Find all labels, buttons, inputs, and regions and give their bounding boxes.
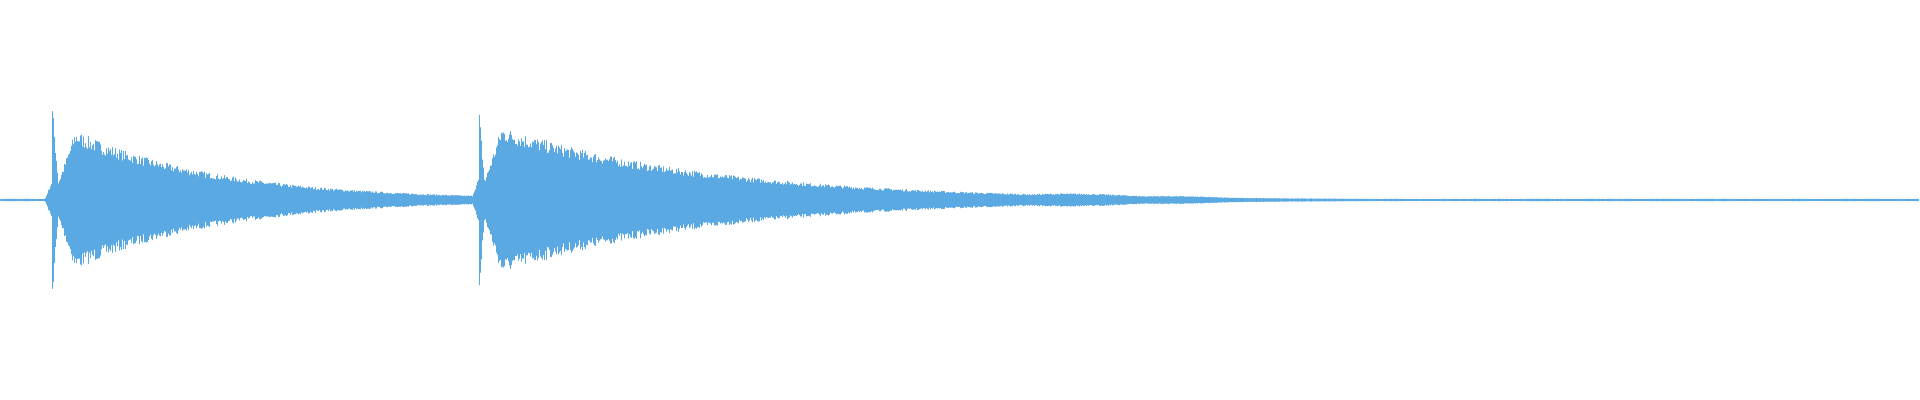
waveform-bars: [0, 111, 1919, 289]
